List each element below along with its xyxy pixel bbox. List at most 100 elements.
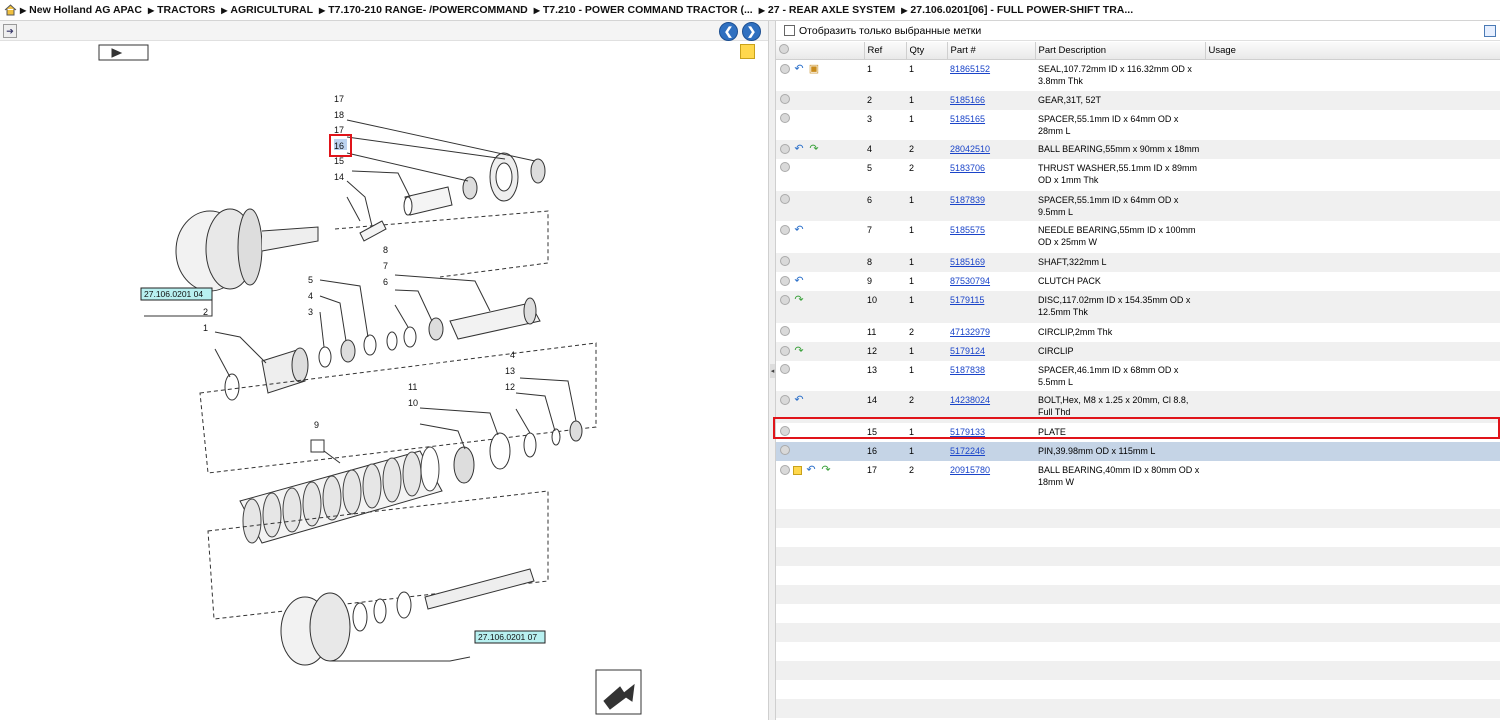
part-number-link[interactable]: 5185165 <box>947 110 1035 140</box>
part-number-link[interactable]: 28042510 <box>947 140 1035 159</box>
back-arrow-icon[interactable]: ↶ <box>794 275 804 287</box>
header-cart[interactable] <box>776 42 865 60</box>
breadcrumb-arrow-icon: ▶ <box>221 6 228 15</box>
add-to-cart-icon[interactable] <box>780 426 790 436</box>
header-usage[interactable]: Usage <box>1205 42 1500 60</box>
reference-link[interactable]: 27.106.0201 04 <box>144 289 203 299</box>
add-to-cart-icon[interactable] <box>780 94 790 104</box>
header-part[interactable]: Part # <box>947 42 1036 60</box>
collapse-handle[interactable]: ◂ <box>770 364 775 378</box>
back-arrow-icon[interactable]: ↶ <box>794 62 804 75</box>
callout-label-selected: 16 <box>334 141 344 151</box>
breadcrumb-item[interactable]: ▶T7.170-210 RANGE- /POWERCOMMAND <box>319 4 534 16</box>
row-icons: ↶↷ <box>776 140 864 159</box>
part-number-link[interactable]: 5187838 <box>947 361 1035 391</box>
add-to-cart-icon[interactable] <box>780 445 790 455</box>
note-icon[interactable] <box>793 465 802 475</box>
add-to-cart-icon[interactable] <box>780 465 790 475</box>
back-arrow-icon[interactable]: ↶ <box>794 394 804 406</box>
forward-arrow-icon[interactable]: ↷ <box>809 143 819 155</box>
add-to-cart-icon[interactable] <box>780 144 790 154</box>
header-ref[interactable]: Ref <box>864 42 907 60</box>
add-to-cart-icon[interactable] <box>780 194 790 204</box>
header-qty[interactable]: Qty <box>906 42 948 60</box>
breadcrumb-item[interactable]: ▶27.106.0201[06] - FULL POWER-SHIFT TRA.… <box>901 4 1139 16</box>
part-number-link[interactable]: 87530794 <box>947 272 1035 291</box>
part-number-link[interactable]: 5179124 <box>947 342 1035 361</box>
part-number-link[interactable]: 47132979 <box>947 323 1035 342</box>
part-number-link[interactable]: 5179133 <box>947 423 1035 442</box>
previous-drawing-button[interactable]: ❮ <box>719 22 738 41</box>
forward-arrow-icon[interactable]: ↷ <box>794 345 804 357</box>
add-to-cart-icon[interactable] <box>780 326 790 336</box>
back-arrow-icon[interactable]: ↶ <box>794 143 804 155</box>
part-number-link[interactable]: 5183706 <box>947 159 1035 191</box>
qty-cell: 1 <box>906 253 947 272</box>
forward-arrow-icon[interactable]: ↷ <box>821 464 831 476</box>
reference-link[interactable]: 27.106.0201 07 <box>478 632 537 642</box>
part-number-link[interactable]: 5185166 <box>947 91 1035 110</box>
part-number-link[interactable]: 14238024 <box>947 391 1035 423</box>
add-to-cart-icon[interactable] <box>780 295 790 305</box>
part-number-link[interactable]: 81865152 <box>947 59 1035 91</box>
add-to-cart-icon[interactable] <box>780 63 790 74</box>
home-icon[interactable] <box>0 0 20 20</box>
breadcrumb-item[interactable]: ▶27 - REAR AXLE SYSTEM <box>759 4 902 16</box>
add-to-cart-icon[interactable] <box>780 162 790 172</box>
back-arrow-icon[interactable]: ↶ <box>794 224 804 236</box>
export-icon[interactable] <box>1484 25 1496 37</box>
add-to-cart-icon[interactable] <box>780 395 790 405</box>
part-number-link[interactable]: 20915780 <box>947 461 1035 493</box>
part-number-link[interactable]: 5179115 <box>947 291 1035 323</box>
usage-cell <box>1205 361 1500 391</box>
back-arrow-icon[interactable]: ↶ <box>806 464 816 476</box>
forward-arrow-icon[interactable]: ↷ <box>794 294 804 306</box>
next-drawing-button[interactable]: ❯ <box>742 22 761 41</box>
breadcrumb-arrow-icon: ▶ <box>20 6 27 15</box>
add-to-cart-icon[interactable] <box>780 346 790 356</box>
ref-cell: 2 <box>864 91 906 110</box>
part-number-link[interactable]: 5187839 <box>947 191 1035 221</box>
add-to-cart-icon[interactable] <box>780 225 790 235</box>
header-description[interactable]: Part Description <box>1035 42 1206 60</box>
drawing-panel: ➔ ❮ ❯ <box>0 21 768 720</box>
show-selected-only-checkbox[interactable] <box>784 25 795 36</box>
ref-cell: 3 <box>864 110 906 140</box>
add-to-cart-icon[interactable] <box>780 276 790 286</box>
add-to-cart-icon[interactable] <box>780 113 790 123</box>
expand-panel-button[interactable]: ➔ <box>3 24 17 38</box>
breadcrumb-item[interactable]: ▶T7.210 - POWER COMMAND TRACTOR (... <box>534 4 759 16</box>
part-number-link[interactable]: 5185169 <box>947 253 1035 272</box>
breadcrumb-item[interactable]: ▶TRACTORS <box>148 4 221 16</box>
breadcrumb-label: New Holland AG APAC <box>29 4 142 16</box>
part-number-link[interactable]: 5185575 <box>947 221 1035 253</box>
add-to-cart-icon[interactable] <box>780 256 790 266</box>
breadcrumb-item[interactable]: ▶AGRICULTURAL <box>221 4 319 16</box>
package-icon[interactable]: ▣ <box>808 62 820 75</box>
note-icon[interactable] <box>740 44 755 59</box>
part-number-link[interactable]: 5172246 <box>947 442 1035 461</box>
breadcrumb-item[interactable]: ▶New Holland AG APAC <box>20 4 148 16</box>
panel-splitter[interactable]: ◂ <box>768 21 776 720</box>
callout-label: 11 <box>408 382 417 392</box>
add-to-cart-icon[interactable] <box>780 364 790 374</box>
add-all-icon[interactable] <box>779 43 789 54</box>
callout-label: 9 <box>314 420 319 430</box>
